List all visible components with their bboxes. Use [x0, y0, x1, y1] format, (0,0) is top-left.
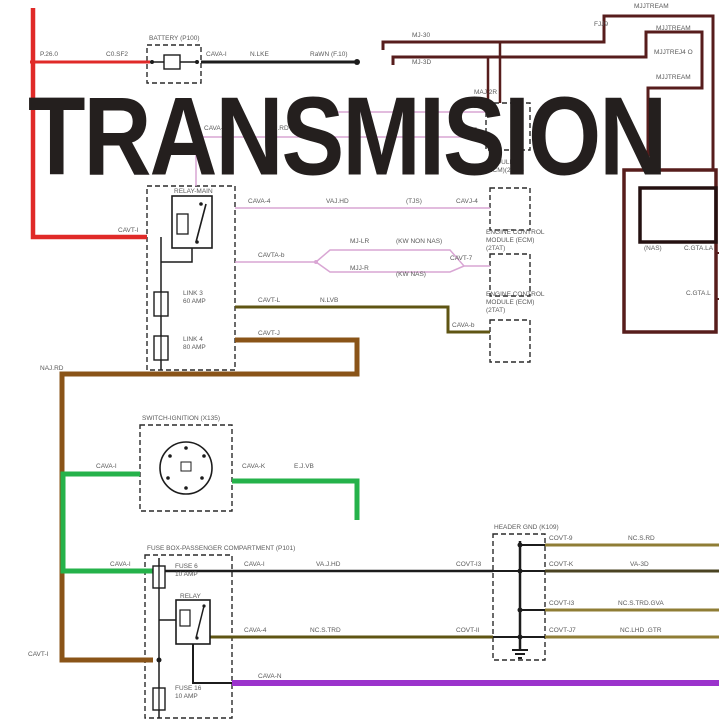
nas-outer-box: [622, 168, 718, 334]
ecm-box-1: [485, 102, 531, 151]
ecm-box-3: [489, 253, 531, 297]
wire-olive-ecm4: [235, 305, 490, 334]
wire-pink-branch-up: [235, 249, 490, 267]
ignition-switch-symbol: [159, 441, 213, 495]
relay-main-symbol: [171, 195, 213, 249]
ground-symbol: [512, 649, 528, 659]
component-boxes-layer: [139, 44, 718, 719]
battery-box: [146, 44, 202, 84]
junction-dot: [314, 260, 318, 264]
page-title: TRANSMISION: [28, 73, 667, 199]
junction-dot: [354, 59, 360, 65]
ecm-box-2: [489, 187, 531, 231]
junction-dot: [156, 657, 162, 663]
relay-main-box: [146, 185, 236, 371]
wire-green-right: [232, 478, 360, 520]
wire-maroon-inner: [391, 30, 704, 170]
junction-dot: [195, 60, 199, 64]
wire-green-left: [60, 471, 153, 574]
junction-dot: [517, 568, 523, 574]
fusible-link3-symbol: [153, 291, 169, 317]
wire-main-red: [30, 8, 147, 240]
fusebox-relay-symbol: [175, 599, 211, 645]
junction-dots-layer: [150, 59, 523, 663]
junction-dot: [517, 542, 523, 548]
fuse6-symbol: [152, 565, 166, 589]
wire-pink-ecm1-lower: [195, 136, 486, 186]
nas-inner-box: [638, 186, 718, 244]
wire-relay-int-4: [161, 248, 193, 263]
ignition-switch-box: [139, 424, 233, 512]
wire-purple-internal-link: [192, 644, 232, 684]
wire-pink-branch-down: [315, 261, 465, 273]
ecm-box-4: [489, 319, 531, 363]
battery-fuse-symbol: [150, 54, 198, 70]
wires-layer: [30, 8, 719, 718]
junction-dot: [517, 634, 523, 640]
fusible-link4-symbol: [153, 335, 169, 361]
fuse16-symbol: [152, 687, 166, 711]
junction-dot: [150, 60, 154, 64]
junction-dot: [517, 607, 523, 613]
component-symbols: [150, 54, 528, 711]
wire-brown-main: [59, 337, 360, 663]
header-gnd-box: [492, 533, 546, 661]
wire-maroon-outer: [381, 14, 715, 170]
